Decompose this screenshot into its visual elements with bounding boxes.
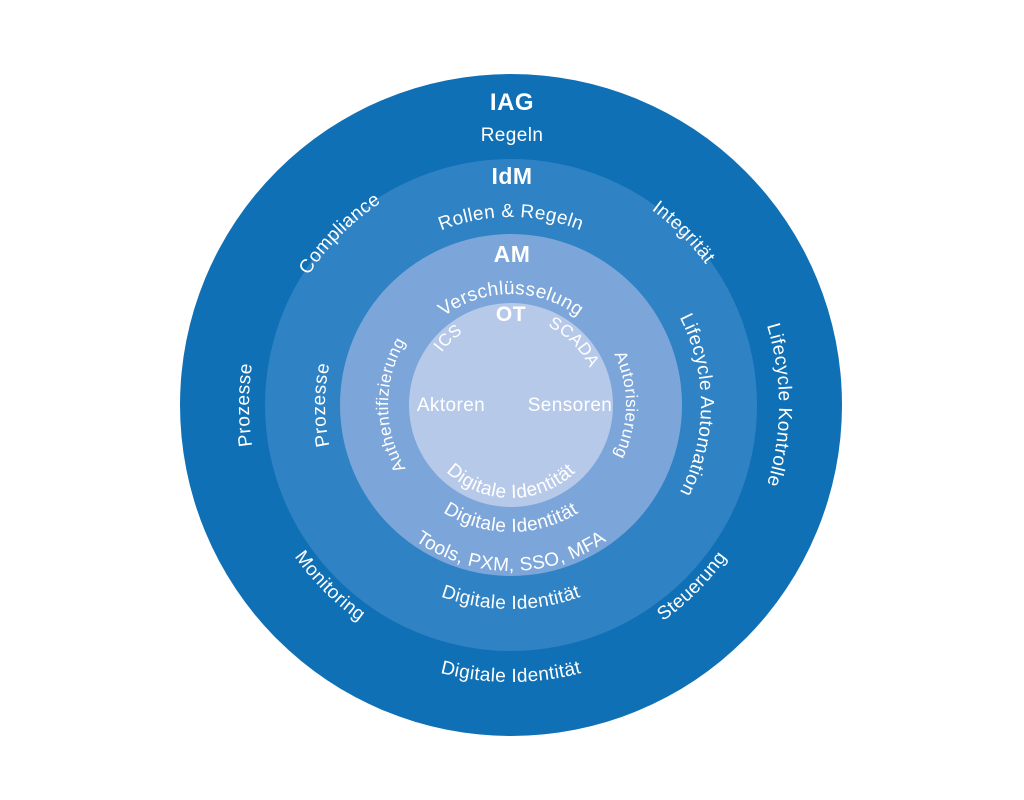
ring-ot [409, 303, 613, 507]
label-sensoren: Sensoren [528, 395, 613, 416]
idm-title: IdM [491, 163, 532, 189]
ot-title: OT [496, 303, 526, 326]
label-prozesse-iag: Prozesse [233, 362, 257, 448]
label-prozesse-idm: Prozesse [309, 361, 334, 449]
iag-title: IAG [490, 89, 534, 116]
label-aktoren: Aktoren [417, 395, 485, 416]
label-regeln: Regeln [481, 125, 544, 146]
am-title: AM [494, 241, 531, 267]
